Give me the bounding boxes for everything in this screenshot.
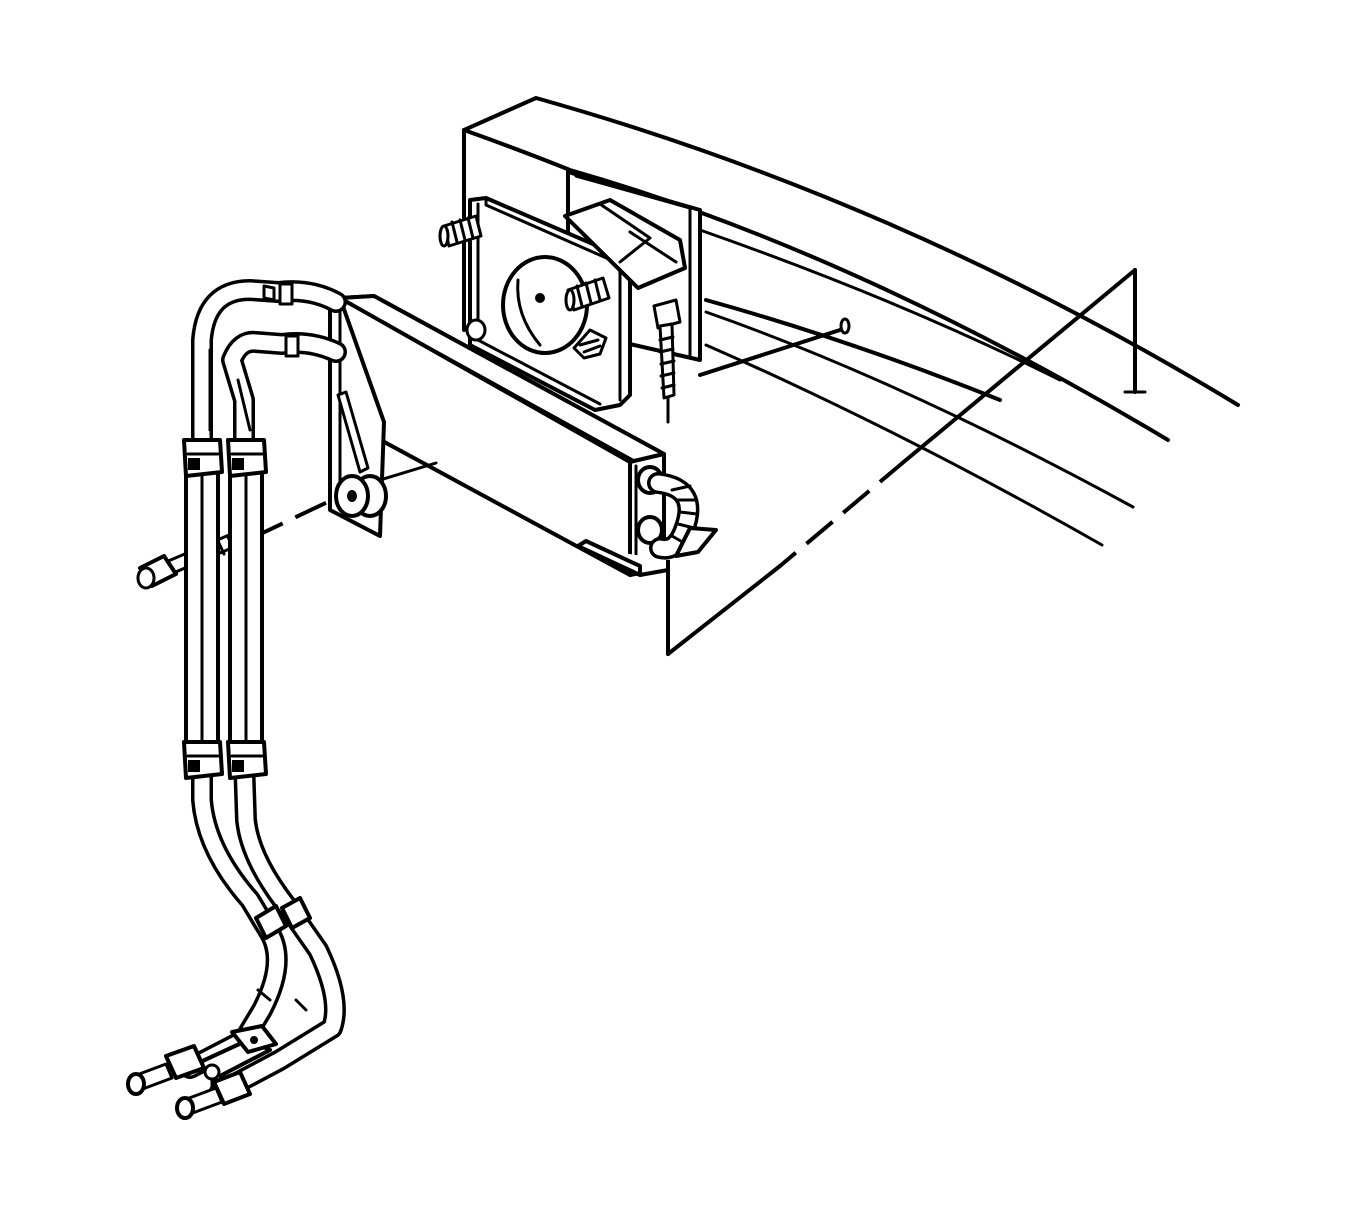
weld-stud-upper-left xyxy=(438,214,483,248)
hose-clamp-upper-right xyxy=(226,438,268,478)
cooler-outlet-fittings xyxy=(636,465,718,560)
push-pin-retainer xyxy=(572,328,608,360)
hose-end-fitting-lower xyxy=(175,1070,252,1120)
hose-clamp-lower-right xyxy=(226,740,268,780)
reference-plane xyxy=(666,268,1147,656)
mounting-bolt-vertical xyxy=(652,298,682,424)
hose-clamps xyxy=(182,438,268,780)
hose-clamp-lower-left xyxy=(182,740,224,780)
bracket-grommet xyxy=(334,474,388,518)
hose-retainer-bracket xyxy=(194,1024,278,1094)
hose-end-fittings xyxy=(126,1044,252,1120)
weld-stud-lower-left xyxy=(465,318,487,342)
hose-crimp-joints xyxy=(254,896,312,1012)
hose-clamp-upper-left xyxy=(182,438,224,478)
cooler-hose-pair xyxy=(179,279,347,1103)
hose-end-fitting-upper xyxy=(126,1044,206,1096)
weld-stud-center xyxy=(564,276,611,312)
fluid-cooler xyxy=(338,294,670,577)
weld-studs xyxy=(438,214,611,342)
